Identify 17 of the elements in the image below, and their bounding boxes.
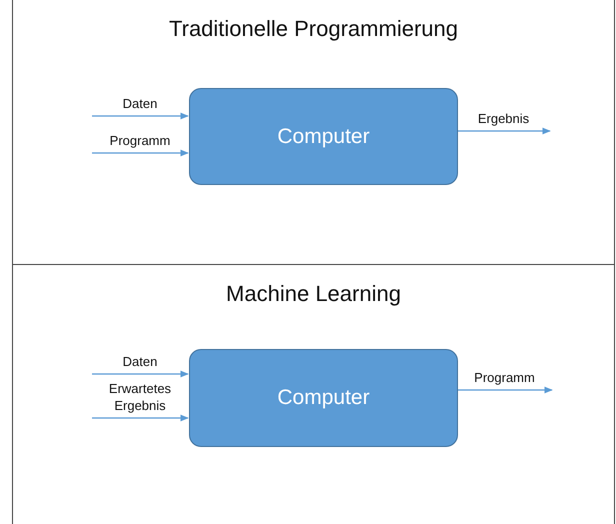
arrow [92, 112, 189, 120]
edge-label: Programm [110, 133, 170, 150]
arrow [92, 370, 189, 378]
section-title: Traditionelle Programmierung [168, 16, 459, 42]
arrow [457, 386, 553, 394]
box-label: Computer [277, 386, 370, 410]
arrow [92, 150, 189, 156]
box-label: Computer [277, 124, 370, 148]
process-box [189, 349, 458, 447]
arrow [457, 128, 551, 134]
section-panel [12, 0, 615, 265]
edge-label: Ergebnis [478, 111, 530, 128]
process-box [189, 88, 458, 185]
section-panel [12, 264, 615, 524]
section-title: Machine Learning [225, 281, 402, 307]
edge-label: Programm [474, 370, 535, 387]
arrow [92, 414, 189, 422]
